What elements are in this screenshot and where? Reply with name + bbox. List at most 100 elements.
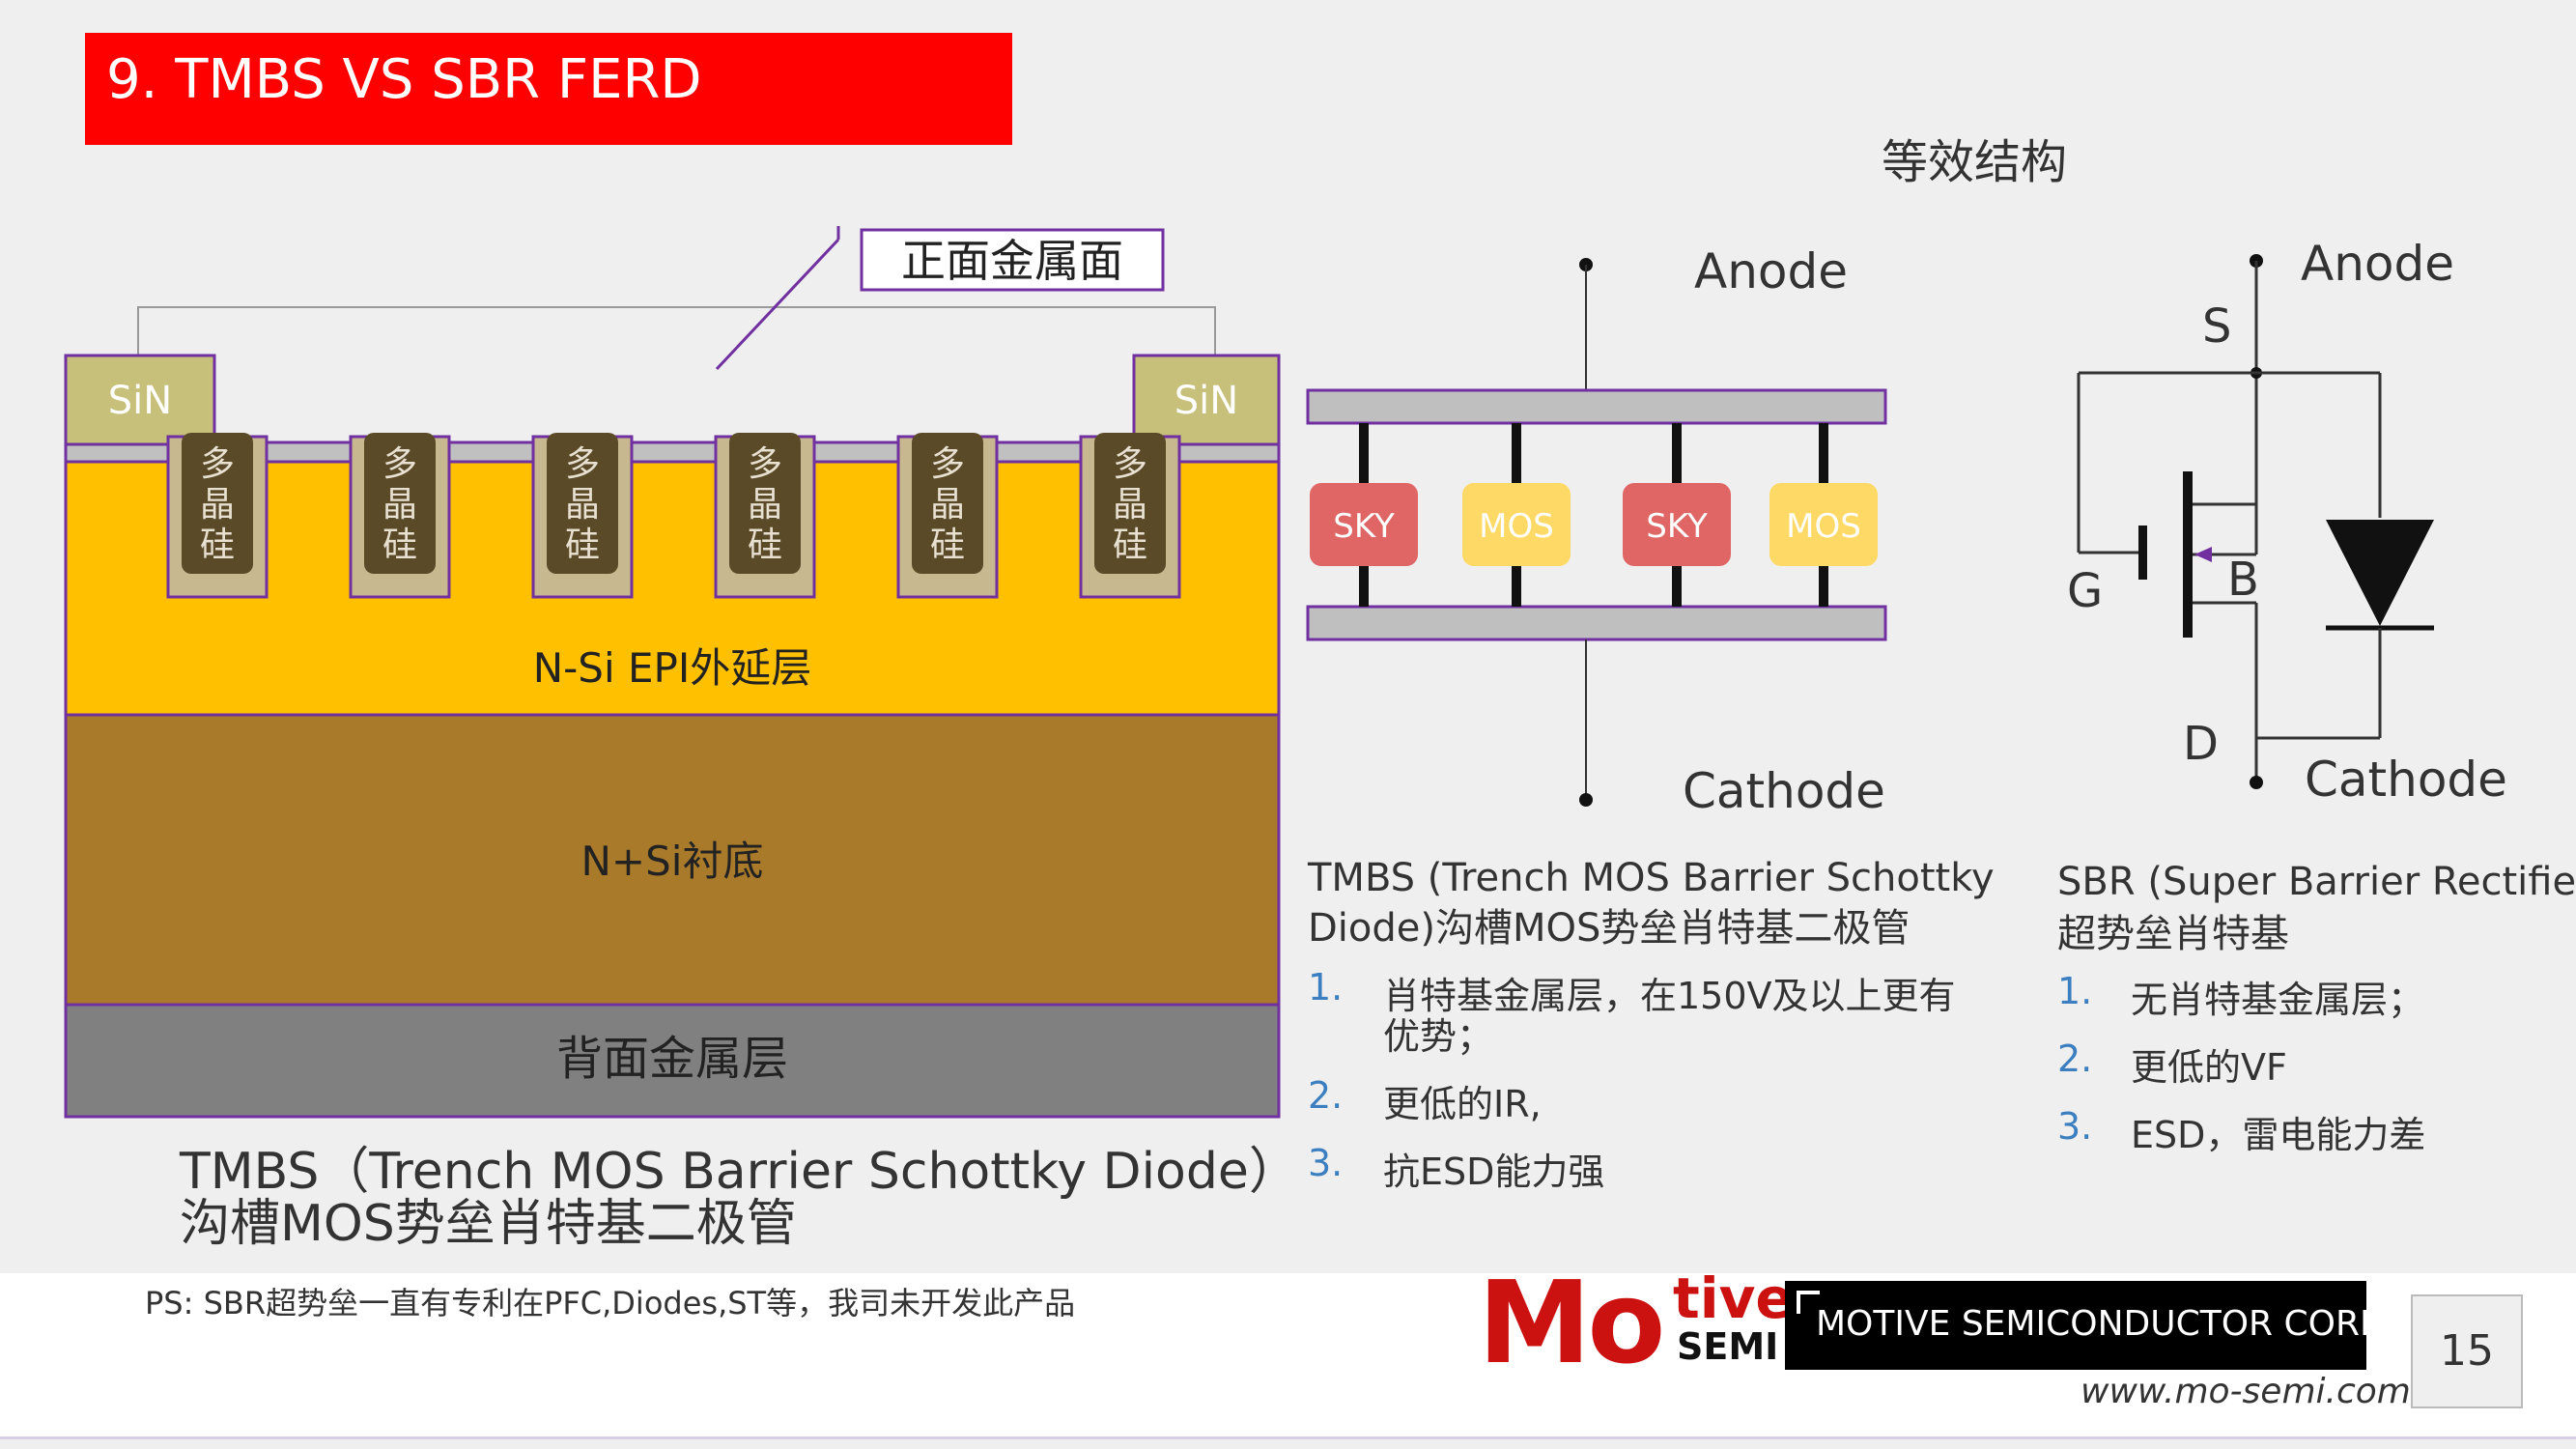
poly-label-char: 多 [930,444,965,484]
tmbs-equivalent: Anode SKY MOS SKY MOS Cathode [1306,243,1887,819]
poly-label-char: 多 [200,444,235,484]
cell-label: MOS [1479,507,1554,546]
company-url[interactable]: www.mo-semi.com [2081,1372,2411,1411]
corp-banner [1785,1281,2366,1370]
body-arrow-icon [2194,547,2212,562]
corp-bracket-icon [1797,1291,1820,1314]
sbr-item-1-num: 1. [2057,970,2093,1012]
sin-pad-left [64,354,216,446]
sbr-g-label: G [2067,564,2103,618]
poly-fill [364,433,436,574]
poly-label-char: 硅 [1113,526,1147,565]
epi-label: N-Si EPI外延层 [533,644,812,692]
tmbs-item-3-num: 3. [1308,1142,1344,1184]
sbr-cathode-label: Cathode [2305,752,2507,808]
tmbs-top-plate [1306,388,1887,425]
sbr-cathode-dot [2250,776,2263,789]
poly-label-char: 硅 [565,526,600,565]
sbr-item-3-line1: ESD，雷电能力差 [2131,1114,2426,1156]
cell-block [1310,483,1418,566]
poly-fill [547,433,618,574]
poly-label-char: 硅 [382,526,417,565]
tmbs-cell-sky: SKY [1310,423,1418,607]
back-metal-layer [64,1003,1281,1119]
tmbs-anode-label: Anode [1694,243,1848,299]
sin-right-label: SiN [1175,379,1238,423]
poly-label-char: 多 [1113,444,1147,484]
sbr-anode-label: Anode [2301,236,2454,292]
poly-label-char: 晶 [930,485,965,525]
sbr-title-line2: 超势垒肖特基 [2057,912,2289,956]
poly-label-char: 晶 [382,485,417,525]
poly-label-char: 多 [565,444,600,484]
sbr-item-2-num: 2. [2057,1037,2093,1080]
poly-label-char: 多 [382,444,417,484]
corp-name: MOTIVE SEMICONDUCTOR CORP. [1816,1304,2387,1344]
poly-label-char: 多 [748,444,782,484]
poly-trench: 多晶硅 [166,433,269,599]
poly-label-char: 晶 [200,485,235,525]
sbr-item-2-line1: 更低的VF [2131,1046,2287,1089]
tmbs-cells: SKY MOS SKY MOS [1310,423,1878,607]
title-banner [85,33,1012,145]
tmbs-item-2-num: 2. [1308,1074,1344,1117]
front-metal-trace [137,306,1216,355]
tmbs-item-1-num: 1. [1308,966,1344,1009]
poly-label-char: 硅 [748,526,782,565]
front-metal-callout-label: 正面金属面 [901,235,1123,287]
cell-block [1769,483,1878,566]
callout-leader [715,238,840,371]
poly-trench: 多晶硅 [896,433,999,599]
cell-block [1462,483,1571,566]
gate-plate [2138,526,2147,580]
footer-divider [0,1436,2576,1439]
tmbs-cell-mos: MOS [1769,423,1878,607]
sbr-equivalent: Anode S G B D Cathode [2067,236,2507,808]
channel-bar [2183,471,2193,638]
page-number: 15 [2411,1294,2523,1408]
poly-label-char: 晶 [748,485,782,525]
poly-trench: 多晶硅 [1079,433,1181,599]
substrate-layer [64,713,1281,1007]
poly-trench: 多晶硅 [531,433,634,599]
tmbs-item-1-line1: 肖特基金属层，在150V及以上更有 [1383,975,1956,1017]
logo-tive: tive [1673,1265,1794,1331]
tmbs-item-1-line2: 优势； [1383,1015,1494,1058]
equiv-heading: 等效结构 [1882,135,2067,189]
poly-trench: 多晶硅 [349,433,451,599]
tmbs-item-2-line1: 更低的IR, [1383,1083,1542,1125]
cell-block [1623,483,1731,566]
tmbs-cell-mos: MOS [1462,423,1571,607]
logo-semi: SEMI [1677,1325,1779,1368]
diode-icon [2326,520,2434,626]
tmbs-title-line1: TMBS (Trench MOS Barrier Schottky [1308,856,1995,900]
substrate-label: N+Si衬底 [581,838,764,885]
front-metal-callout-box [860,228,1165,292]
sin-pad-right [1132,354,1281,446]
cell-label: MOS [1786,507,1861,546]
sbr-title-line1: SBR (Super Barrier Rectifier) [2057,860,2576,904]
back-metal-label: 背面金属层 [556,1032,788,1086]
poly-label-char: 硅 [930,526,965,565]
sbr-b-label: B [2227,553,2259,607]
cross-section-caption-cn: 沟槽MOS势垒肖特基二极管 [180,1195,797,1253]
footer-note: PS: SBR超势垒一直有专利在PFC,Diodes,ST等，我司未开发此产品 [145,1285,1076,1321]
sin-left-label: SiN [108,379,172,423]
poly-label-char: 晶 [565,485,600,525]
tmbs-bottom-plate [1306,605,1887,641]
sbr-item-3-num: 3. [2057,1105,2093,1148]
sbr-item-1-line1: 无肖特基金属层； [2131,979,2425,1021]
poly-fill [912,433,983,574]
poly-fill [729,433,801,574]
slide-title: 9. TMBS VS SBR FERD [106,48,702,111]
sbr-d-label: D [2183,717,2219,771]
tmbs-cell-sky: SKY [1623,423,1731,607]
poly-label-char: 硅 [200,526,235,565]
poly-label-char: 晶 [1113,485,1147,525]
sbr-s-label: S [2202,299,2231,354]
tmbs-cathode-label: Cathode [1683,763,1885,819]
poly-fill [182,433,253,574]
